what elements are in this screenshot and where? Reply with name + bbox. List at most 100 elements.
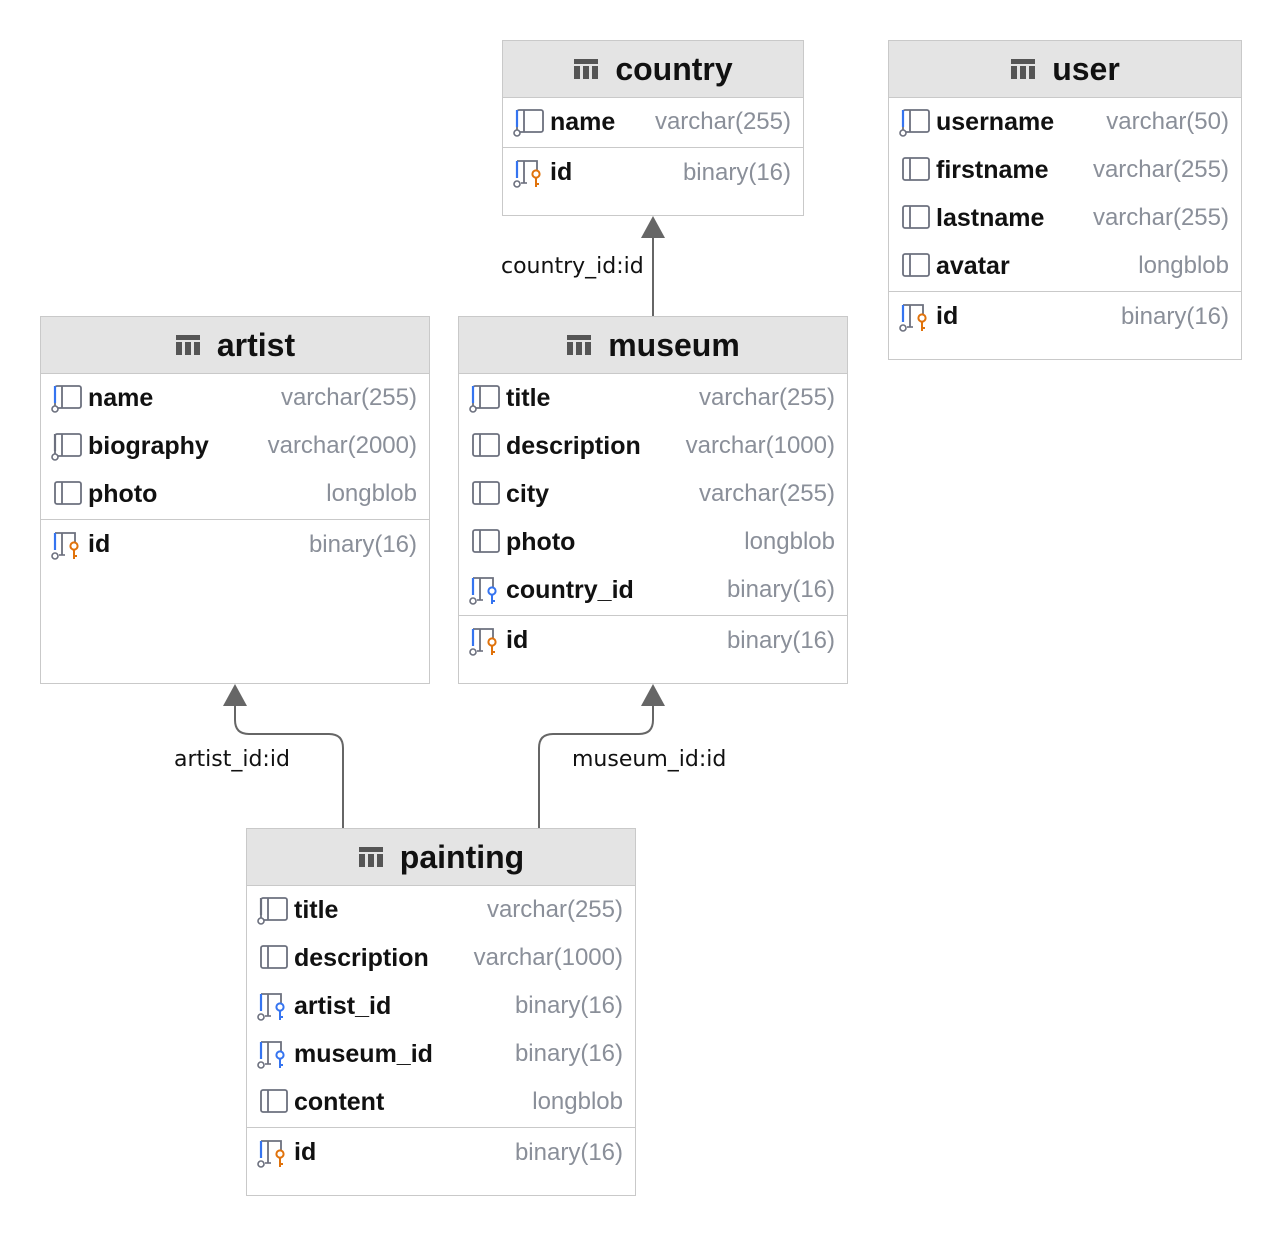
column-row[interactable]: country_id binary(16) <box>459 566 847 614</box>
column-icon <box>899 155 931 185</box>
column-icon <box>257 895 289 925</box>
column-icon <box>513 107 545 137</box>
column-type: binary(16) <box>726 576 835 603</box>
table-icon <box>358 846 384 868</box>
column-row[interactable]: biography varchar(2000) <box>41 422 429 470</box>
table-header[interactable]: artist <box>41 317 429 374</box>
column-name: description <box>294 943 429 972</box>
column-icon <box>257 1087 289 1117</box>
connector-painting-museum <box>538 704 654 828</box>
column-icon <box>51 479 83 509</box>
primary-key-icon <box>469 626 501 656</box>
table-painting[interactable]: painting title varchar(255) description varc… <box>246 828 636 1196</box>
column-type: varchar(255) <box>280 384 417 411</box>
relation-label-country: country_id:id <box>501 254 644 279</box>
primary-key-icon <box>899 302 931 332</box>
column-row[interactable]: photo longblob <box>41 470 429 518</box>
column-icon <box>51 383 83 413</box>
column-type: binary(16) <box>514 992 623 1019</box>
column-type: binary(16) <box>514 1040 623 1067</box>
column-type: varchar(255) <box>654 108 791 135</box>
column-name: name <box>88 383 154 412</box>
column-name: city <box>506 479 550 508</box>
primary-key-row[interactable]: id binary(16) <box>503 147 803 197</box>
table-icon <box>566 334 592 356</box>
column-name: museum_id <box>294 1039 433 1068</box>
table-title: user <box>1052 50 1120 87</box>
column-row[interactable]: title varchar(255) <box>247 886 635 934</box>
column-type: varchar(255) <box>698 384 835 411</box>
column-type: varchar(1000) <box>473 944 623 971</box>
column-row[interactable]: lastname varchar(255) <box>889 194 1241 242</box>
column-name: username <box>936 107 1055 136</box>
table-header[interactable]: museum <box>459 317 847 374</box>
column-type: varchar(255) <box>698 480 835 507</box>
column-name: id <box>936 302 959 330</box>
column-type: binary(16) <box>682 158 791 186</box>
table-header[interactable]: painting <box>247 829 635 886</box>
column-type: binary(16) <box>1120 302 1229 330</box>
column-row[interactable]: username varchar(50) <box>889 98 1241 146</box>
column-row[interactable]: description varchar(1000) <box>247 934 635 982</box>
column-type: longblob <box>532 1088 623 1115</box>
column-name: title <box>506 383 551 412</box>
column-row[interactable]: name varchar(255) <box>41 374 429 422</box>
column-type: varchar(255) <box>1092 204 1229 231</box>
table-user[interactable]: user username varchar(50) firstname varchar(… <box>888 40 1242 360</box>
column-name: name <box>550 107 616 136</box>
column-icon <box>899 203 931 233</box>
column-name: photo <box>506 527 576 556</box>
arrow-head-country <box>641 216 665 238</box>
column-type: varchar(2000) <box>267 432 417 459</box>
foreign-key-icon <box>257 1039 289 1069</box>
column-name: title <box>294 895 339 924</box>
arrow-head-museum <box>641 684 665 706</box>
column-icon <box>469 431 501 461</box>
column-type: varchar(255) <box>486 896 623 923</box>
column-type: varchar(1000) <box>685 432 835 459</box>
column-type: longblob <box>326 480 417 507</box>
table-title: museum <box>608 326 740 363</box>
primary-key-icon <box>257 1138 289 1168</box>
column-icon <box>51 431 83 461</box>
foreign-key-icon <box>257 991 289 1021</box>
column-row[interactable]: photo longblob <box>459 518 847 566</box>
column-row[interactable]: firstname varchar(255) <box>889 146 1241 194</box>
column-row[interactable]: title varchar(255) <box>459 374 847 422</box>
connector-painting-artist <box>234 704 344 828</box>
column-type: binary(16) <box>514 1138 623 1166</box>
table-header[interactable]: country <box>503 41 803 98</box>
relation-label-museum: museum_id:id <box>572 747 727 772</box>
table-artist[interactable]: artist name varchar(255) biography varchar(2… <box>40 316 430 684</box>
table-title: artist <box>216 326 296 363</box>
column-name: country_id <box>506 575 634 604</box>
relation-label-artist: artist_id:id <box>174 747 290 772</box>
column-row[interactable]: name varchar(255) <box>503 98 803 146</box>
column-type: varchar(255) <box>1092 156 1229 183</box>
table-icon <box>1010 58 1036 80</box>
table-country[interactable]: country name varchar(255) id binary(16) <box>502 40 804 216</box>
primary-key-row[interactable]: id binary(16) <box>889 291 1241 341</box>
column-name: biography <box>88 431 209 460</box>
column-type: longblob <box>744 528 835 555</box>
column-row[interactable]: museum_id binary(16) <box>247 1030 635 1078</box>
column-name: id <box>88 530 111 558</box>
column-name: lastname <box>936 203 1045 232</box>
column-name: id <box>506 626 529 654</box>
column-name: firstname <box>936 155 1049 184</box>
column-row[interactable]: city varchar(255) <box>459 470 847 518</box>
column-name: photo <box>88 479 158 508</box>
column-name: id <box>550 158 573 186</box>
column-type: varchar(50) <box>1106 108 1229 135</box>
primary-key-icon <box>513 158 545 188</box>
table-header[interactable]: user <box>889 41 1241 98</box>
